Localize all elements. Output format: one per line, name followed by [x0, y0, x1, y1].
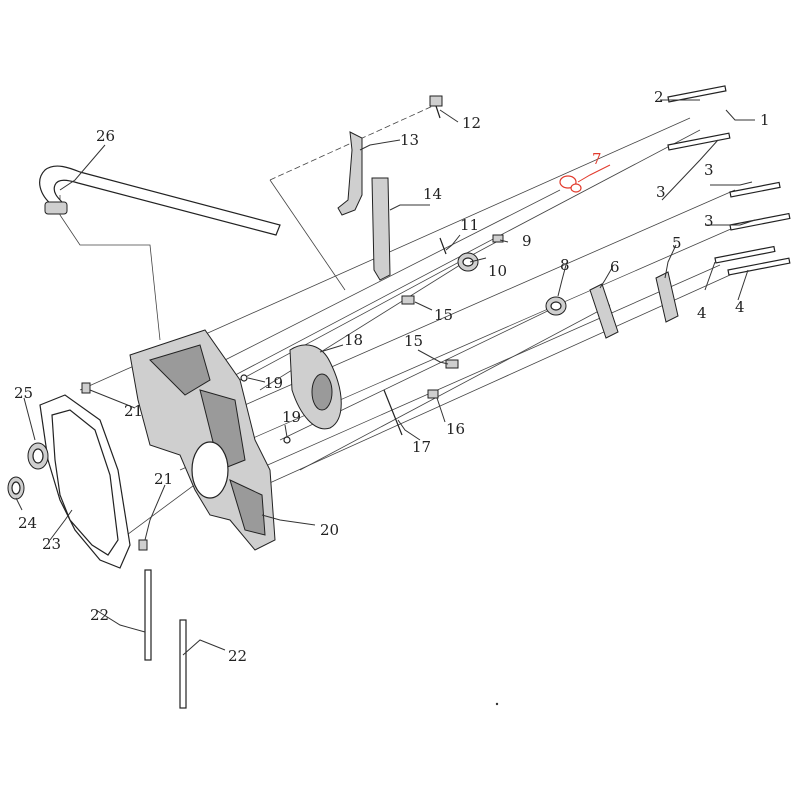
callout-21-upper: 21: [124, 402, 143, 420]
callout-24: 24: [18, 514, 37, 532]
callout-5: 5: [672, 234, 682, 252]
stud-22-right: [179, 619, 187, 709]
shoe-6: [589, 283, 619, 339]
dowel-21-upper: [81, 382, 91, 394]
callout-10: 10: [488, 262, 507, 280]
dowel-19-lower: [283, 436, 291, 444]
callout-14: 14: [423, 185, 442, 203]
callout-2: 2: [654, 88, 664, 106]
callout-1: 1: [760, 111, 770, 129]
callout-15-upper: 15: [434, 306, 453, 324]
bearing-8: [545, 296, 567, 316]
crankcase-20: [129, 329, 276, 551]
pin-17: [383, 389, 403, 436]
callout-18: 18: [344, 331, 363, 349]
callout-3-low: 3: [704, 212, 714, 230]
callout-6: 6: [610, 258, 620, 276]
seal-24: [7, 476, 25, 500]
long-bolts: [667, 85, 791, 276]
shoe-5: [655, 271, 679, 323]
fitting-7: [559, 175, 582, 193]
callout-4-right: 4: [735, 298, 745, 316]
callout-25: 25: [14, 384, 33, 402]
oil-seal-10: [457, 252, 479, 272]
stator-plate-18: [289, 344, 342, 430]
callout-17: 17: [412, 438, 431, 456]
callout-3-mid: 3: [704, 161, 714, 179]
callout-labels: 1 2 3 3 3 4 4 5 6 7 8 9 10 11 12 13 14 1…: [14, 88, 770, 665]
callout-20: 20: [320, 521, 339, 539]
stray-dot: [495, 702, 499, 706]
callout-15-lower: 15: [404, 332, 423, 350]
callout-19-upper: 19: [264, 374, 283, 392]
callout-11: 11: [460, 216, 479, 234]
stud-22-left: [144, 569, 152, 661]
callout-23: 23: [42, 535, 61, 553]
lever-14: [371, 177, 391, 281]
screw-16: [427, 389, 439, 399]
pin-11: [439, 237, 447, 255]
callout-19-lower: 19: [282, 408, 301, 426]
bolt-15-upper: [401, 295, 415, 305]
bolt-12: [429, 95, 443, 119]
callout-16: 16: [446, 420, 465, 438]
gasket-23: [39, 394, 131, 569]
callout-26: 26: [96, 127, 115, 145]
lever-13: [337, 131, 363, 216]
seal-25: [27, 442, 49, 470]
callout-8: 8: [560, 256, 570, 274]
breather-tube: [39, 165, 281, 236]
callout-22-left: 22: [90, 606, 109, 624]
callout-12: 12: [462, 114, 481, 132]
callout-4-left: 4: [697, 304, 707, 322]
dowel-21-lower: [138, 539, 148, 551]
callout-13: 13: [400, 131, 419, 149]
callout-21-lower: 21: [154, 470, 173, 488]
callout-9: 9: [522, 232, 532, 250]
dowel-19-upper: [240, 374, 248, 382]
callout-22-right: 22: [228, 647, 247, 665]
callout-3-top: 3: [656, 183, 666, 201]
callout-7: 7: [592, 150, 602, 168]
screw-9: [492, 234, 504, 243]
leader-lines: [15, 99, 756, 656]
